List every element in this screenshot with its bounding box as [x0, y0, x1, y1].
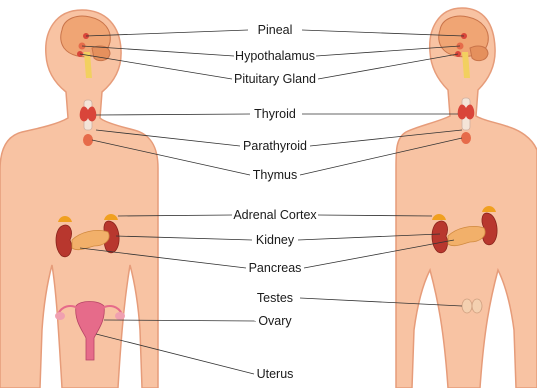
female-kidney-left [56, 225, 72, 257]
label-uterus: Uterus [256, 367, 295, 381]
label-ovary: Ovary [257, 314, 292, 328]
female-ovary-left [55, 312, 65, 320]
female-figure [0, 10, 158, 388]
male-kidney-left [432, 221, 448, 253]
label-pineal: Pineal [257, 23, 294, 37]
line-thyroid-left [96, 114, 250, 115]
female-thymus [83, 134, 93, 146]
male-testes-left [462, 299, 472, 313]
male-thymus [461, 132, 471, 144]
male-testes-right [472, 299, 482, 313]
line-ovary [104, 320, 256, 321]
label-thymus: Thymus [252, 168, 298, 182]
male-figure [396, 8, 537, 388]
label-testes: Testes [256, 291, 294, 305]
label-pituitary-gland: Pituitary Gland [233, 72, 317, 86]
female-ovary-right [115, 312, 125, 320]
label-adrenal-cortex: Adrenal Cortex [232, 208, 317, 222]
label-kidney: Kidney [255, 233, 295, 247]
male-cerebellum [470, 46, 488, 61]
female-body [0, 10, 158, 388]
label-parathyroid: Parathyroid [242, 139, 308, 153]
label-pancreas: Pancreas [248, 261, 303, 275]
label-thyroid: Thyroid [253, 107, 297, 121]
label-hypothalamus: Hypothalamus [234, 49, 316, 63]
